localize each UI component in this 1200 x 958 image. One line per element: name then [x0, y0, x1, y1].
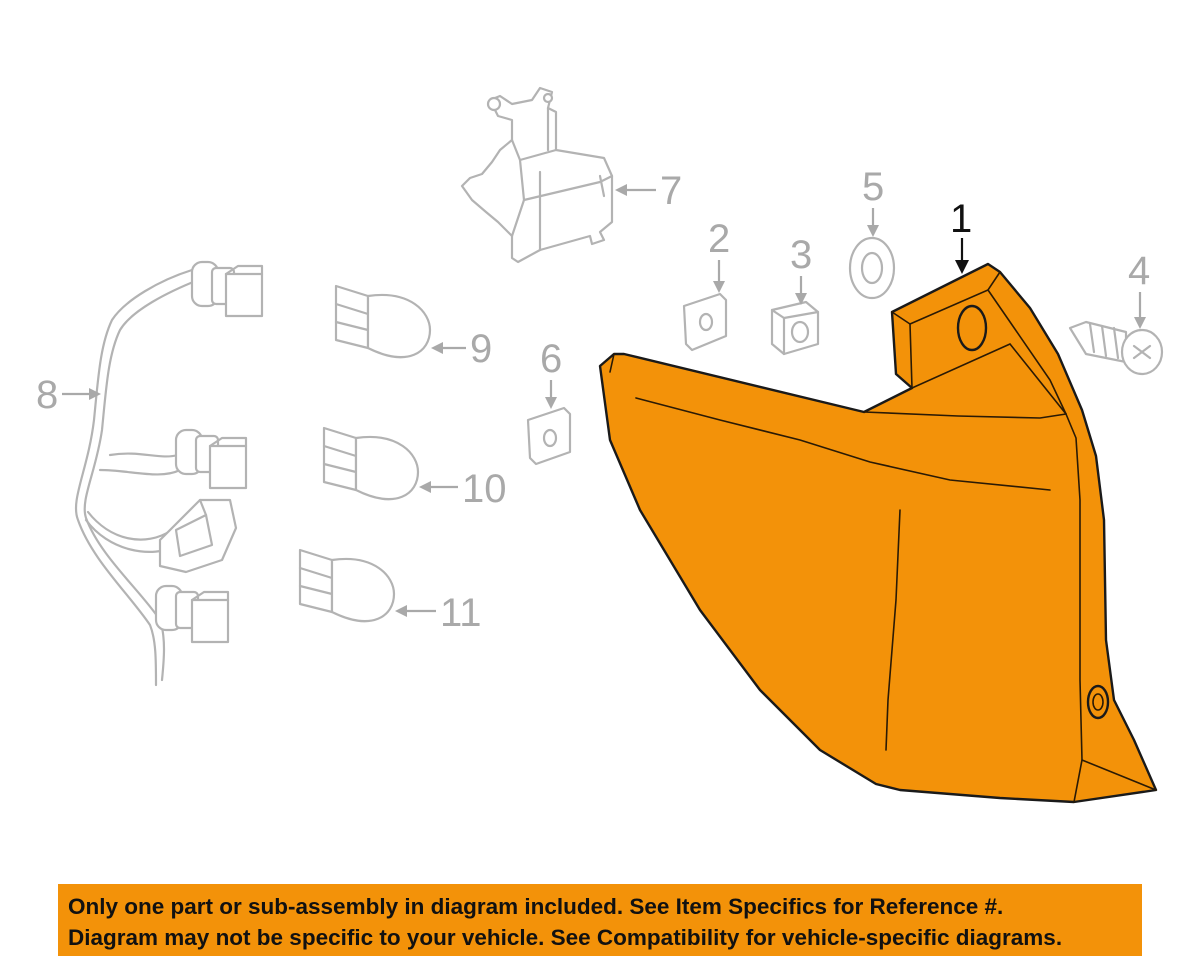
svg-text:7: 7: [660, 169, 682, 213]
callout-11: 11: [395, 591, 482, 635]
callout-1: 1: [950, 197, 972, 274]
svg-text:9: 9: [470, 327, 492, 371]
svg-text:1: 1: [950, 197, 972, 241]
part-11-bulb: [298, 548, 396, 623]
callout-2: 2: [708, 217, 730, 293]
part-5-washer: [848, 236, 896, 300]
callout-7: 7: [615, 169, 682, 213]
svg-text:5: 5: [862, 165, 884, 209]
callout-10: 10: [419, 467, 507, 511]
callout-4: 4: [1128, 249, 1150, 329]
disclaimer-line-2: Diagram may not be specific to your vehi…: [68, 925, 1063, 950]
part-8-wire-harness: [74, 260, 264, 687]
svg-text:8: 8: [36, 373, 58, 417]
part-7-bracket: [460, 86, 614, 264]
svg-text:3: 3: [790, 233, 812, 277]
part-4-screw: [1068, 320, 1164, 376]
callout-6: 6: [540, 337, 562, 409]
part-1-lamp-housing: [598, 262, 1158, 804]
disclaimer-line-1: Only one part or sub-assembly in diagram…: [68, 894, 1004, 919]
svg-text:10: 10: [462, 467, 507, 511]
callout-3: 3: [790, 233, 812, 305]
part-9-bulb: [334, 284, 432, 359]
svg-text:6: 6: [540, 337, 562, 381]
part-3-nut: [770, 300, 820, 356]
callout-5: 5: [862, 165, 884, 237]
callout-8: 8: [36, 373, 101, 417]
svg-text:2: 2: [708, 217, 730, 261]
part-2-clip: [682, 292, 728, 352]
part-10-bulb: [322, 426, 420, 501]
svg-text:4: 4: [1128, 249, 1150, 293]
parts-diagram: 1 2 3 4 5 6 7 8 9 10: [36, 86, 1164, 804]
callout-9: 9: [431, 327, 492, 371]
disclaimer-banner: Only one part or sub-assembly in diagram…: [58, 884, 1142, 956]
part-6-clip: [526, 406, 572, 466]
svg-text:11: 11: [440, 591, 482, 635]
